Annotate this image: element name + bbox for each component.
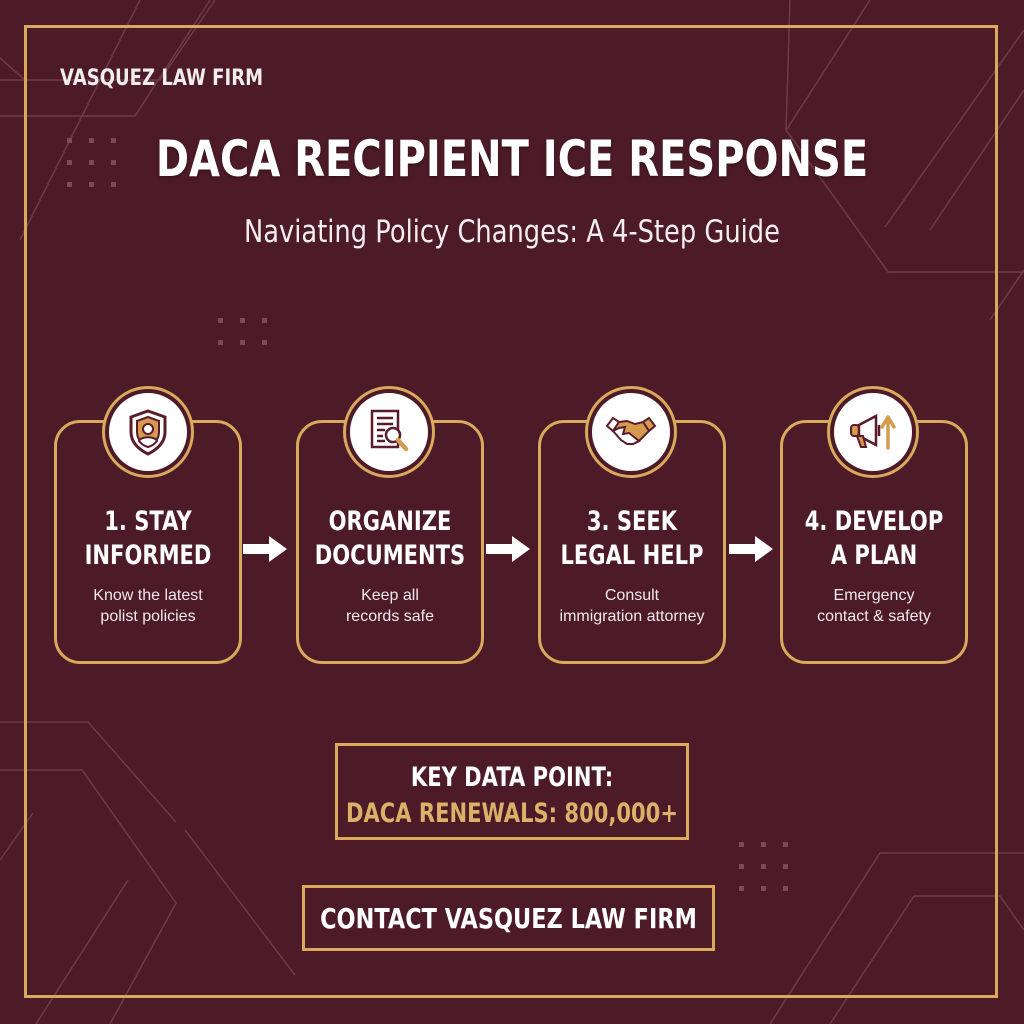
document-search-icon xyxy=(370,409,409,452)
arrow-right-icon xyxy=(243,536,287,562)
step-icon-badge xyxy=(343,386,435,478)
step-icon-badge xyxy=(102,386,194,478)
brand-name: VASQUEZ LAW FIRM xyxy=(60,66,264,91)
step-description: Consult immigration attorney xyxy=(559,587,705,625)
decorative-dots-top-left xyxy=(67,138,116,187)
shield-person-icon xyxy=(129,409,167,456)
key-data-box: KEY DATA POINT: DACA RENEWALS: 800,000+ xyxy=(335,743,689,840)
step-description: Emergency contact & safety xyxy=(817,587,931,625)
key-data-value: DACA RENEWALS: 800,000+ xyxy=(346,798,678,829)
handshake-icon xyxy=(605,416,657,446)
megaphone-arrow-icon xyxy=(850,413,896,450)
step-title: ORGANIZE DOCUMENTS xyxy=(314,506,466,571)
decorative-dots-mid-left xyxy=(218,318,267,345)
step-description: Know the latest polist policies xyxy=(93,587,203,625)
page-title: DACA RECIPIENT ICE RESPONSE xyxy=(155,130,869,188)
step-card-seek-legal-help: 3. SEEK LEGAL HELP Consult immigration a… xyxy=(538,420,726,664)
step-title: 3. SEEK LEGAL HELP xyxy=(560,506,704,571)
arrow-right-icon xyxy=(486,536,530,562)
step-card-organize-documents: ORGANIZE DOCUMENTS Keep all records safe xyxy=(296,420,484,664)
contact-button-label: CONTACT VASQUEZ LAW FIRM xyxy=(320,901,697,935)
step-description: Keep all records safe xyxy=(345,587,435,625)
key-data-label: KEY DATA POINT: xyxy=(410,762,614,793)
page-subtitle: Naviating Policy Changes: A 4-Step Guide xyxy=(244,214,780,250)
contact-button[interactable]: CONTACT VASQUEZ LAW FIRM xyxy=(302,885,715,951)
step-icon-badge xyxy=(585,386,677,478)
gold-border-frame xyxy=(24,25,998,998)
step-title: 1. STAY INFORMED xyxy=(84,506,212,571)
step-title: 4. DEVELOP A PLAN xyxy=(804,506,944,571)
step-icon-badge xyxy=(827,386,919,478)
arrow-right-icon xyxy=(729,536,773,562)
decorative-dots-bottom-right xyxy=(739,842,788,891)
